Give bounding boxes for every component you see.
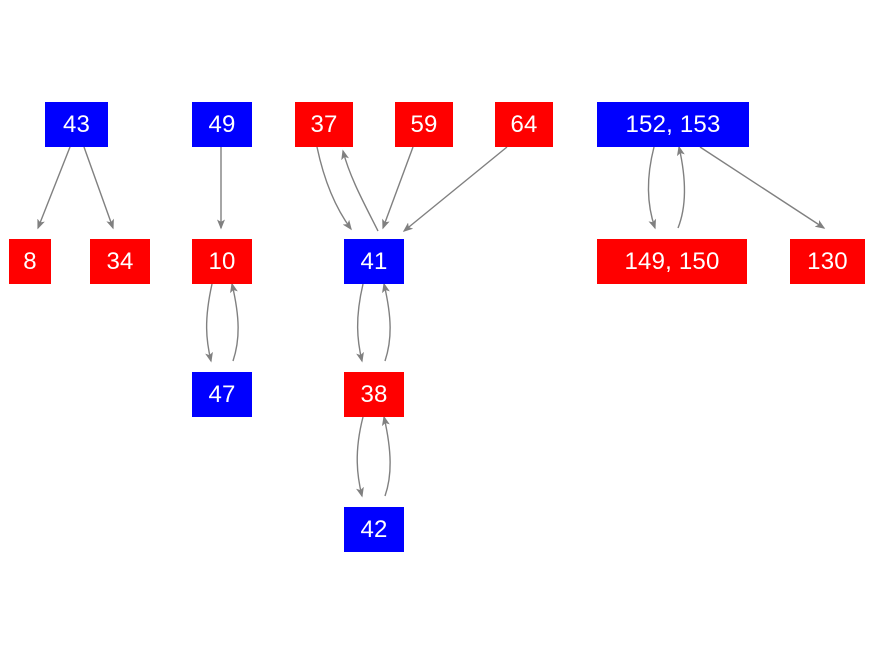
graph-node-42[interactable]: 42 [344,507,404,552]
node-label: 10 [208,247,236,275]
node-label: 43 [62,110,91,138]
graph-node-59[interactable]: 59 [395,102,453,147]
graph-node-47[interactable]: 47 [192,372,252,417]
node-label: 64 [510,110,538,138]
edge-149-152 [676,145,686,229]
graph-node-43[interactable]: 43 [45,102,108,147]
node-label: 130 [807,247,848,275]
node-label: 42 [360,515,388,543]
edge-42-38 [381,415,391,497]
edge-64-41 [402,146,508,232]
node-label: 59 [410,110,438,138]
edge-152-130 [699,146,826,229]
edge-152-149 [647,146,656,230]
edge-59-41 [382,146,414,230]
edge-41-38 [356,283,364,363]
graph-node-149-150[interactable]: 149, 150 [597,239,747,284]
edge-41-37 [341,149,379,232]
edge-47-10 [230,282,239,362]
node-label: 152, 153 [625,110,721,138]
graph-node-130[interactable]: 130 [790,239,865,284]
edges-group [37,145,826,498]
node-label: 49 [208,110,236,138]
node-label: 34 [106,247,134,275]
graph-node-49[interactable]: 49 [192,102,252,147]
graph-node-152-153[interactable]: 152, 153 [597,102,749,147]
edge-38-41 [382,282,391,362]
graph-node-37[interactable]: 37 [295,102,353,147]
graph-node-8[interactable]: 8 [9,239,51,284]
edge-43-34 [83,146,114,230]
edge-43-8 [37,146,71,230]
node-label: 8 [23,247,37,275]
node-label: 47 [208,380,236,408]
graph-node-10[interactable]: 10 [192,239,252,284]
node-label: 41 [360,247,388,275]
edge-10-47 [205,283,213,363]
graph-node-38[interactable]: 38 [344,372,404,417]
node-label: 38 [360,380,388,408]
graph-node-41[interactable]: 41 [344,239,404,284]
edge-37-41 [316,146,352,231]
edge-38-42 [356,416,364,498]
node-label: 149, 150 [624,247,720,275]
node-label: 37 [310,110,338,138]
graph-node-64[interactable]: 64 [495,102,553,147]
graph-node-34[interactable]: 34 [90,239,150,284]
